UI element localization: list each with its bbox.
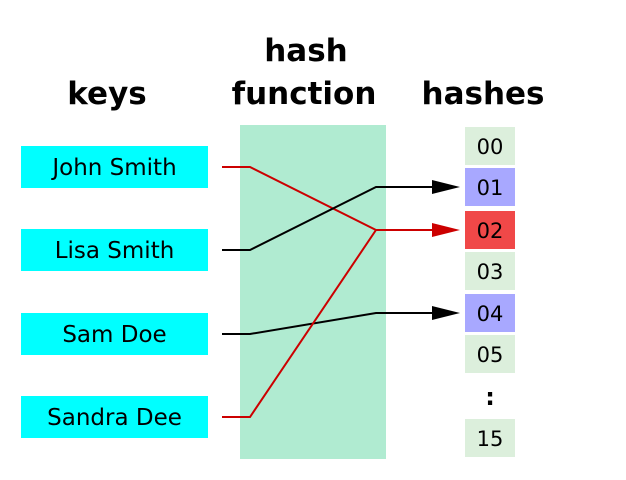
hash-slot-01: 01: [465, 168, 515, 206]
key-john-smith: John Smith: [21, 146, 208, 188]
hash-box: [465, 168, 515, 206]
keys-heading: keys: [67, 76, 146, 112]
arrowhead-02: [432, 223, 460, 237]
hash-label: 01: [477, 176, 504, 200]
key-box: [21, 229, 208, 271]
hash-function-box: [240, 125, 386, 459]
hash-label: 05: [477, 343, 504, 367]
hash-box: [465, 335, 515, 373]
hash-box: [465, 294, 515, 332]
hash-label: 15: [477, 427, 504, 451]
mapping-lines: [222, 166, 460, 418]
hash-box: [465, 419, 515, 457]
key-label: Lisa Smith: [55, 238, 175, 264]
ellipsis-text: :: [485, 383, 495, 411]
hash-slot-15: 15: [465, 419, 515, 457]
hash-label: 00: [477, 135, 504, 159]
hash-slot-00: 00: [465, 127, 515, 165]
hash-ellipsis: :: [485, 383, 495, 411]
key-box: [21, 313, 208, 355]
key-sandra-dee: Sandra Dee: [21, 396, 208, 438]
hash-function-heading-line1: hash: [264, 33, 348, 69]
key-sam-doe: Sam Doe: [21, 313, 208, 355]
key-label: John Smith: [50, 155, 176, 181]
hash-slot-03: 03: [465, 252, 515, 290]
hashes-heading: hashes: [422, 76, 545, 112]
hash-slot-02: 02: [465, 211, 515, 249]
hash-label: 03: [477, 260, 504, 284]
hash-slot-05: 05: [465, 335, 515, 373]
key-box: [21, 396, 208, 438]
key-label: Sam Doe: [62, 322, 166, 348]
arrowhead-01: [432, 180, 460, 194]
hash-box: [465, 127, 515, 165]
arrowhead-04: [432, 306, 460, 320]
hash-function-heading-line2: function: [232, 76, 377, 112]
hash-label: 04: [477, 302, 504, 326]
hash-label: 02: [477, 219, 504, 243]
hash-slot-04: 04: [465, 294, 515, 332]
key-lisa-smith: Lisa Smith: [21, 229, 208, 271]
mapping-line-lisa-smith: [222, 186, 437, 251]
mapping-line-sandra-dee: [222, 229, 437, 418]
hash-box: [465, 252, 515, 290]
hashes-column: 00 01 02 03 04 05: 15: [465, 127, 515, 457]
key-label: Sandra Dee: [47, 405, 182, 431]
key-box: [21, 146, 208, 188]
hash-box: [465, 211, 515, 249]
